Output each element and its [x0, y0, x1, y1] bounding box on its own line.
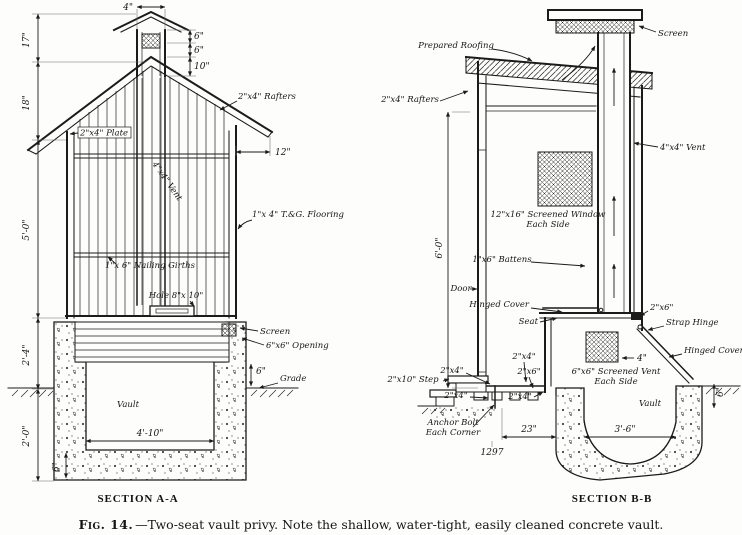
diagram-svg: 17" 18" 5'-0" 2'-4" 2'-0" 4" 6" 6" 10" 1…	[7, 3, 742, 505]
section-a-vent-shaft	[136, 75, 166, 306]
section-b-ground-fill	[430, 404, 496, 418]
dim-vent-lower: 6"	[194, 46, 204, 56]
dim-bench-height: 2'-4"	[22, 344, 32, 366]
section-b-airflow-arrows	[561, 45, 617, 298]
label-rear-vent-line2: Each Side	[593, 377, 637, 387]
label-hole: Hole 8"x 10"	[148, 291, 204, 301]
label-opening: 6"x6" Opening	[266, 341, 329, 351]
plate-number: 1297	[481, 448, 504, 458]
label-anchor-line2: Each Corner	[425, 428, 481, 438]
label-door: Door	[449, 284, 472, 294]
section-a-vent-cap	[112, 10, 190, 77]
dim-wall-height-a: 5'-0"	[22, 219, 32, 240]
label-joist-a: 2"x4"	[511, 352, 536, 362]
section-a-screen-detail	[221, 323, 237, 337]
dim-reveal-b: 6"	[716, 387, 726, 397]
section-a-title: SECTION A-A	[97, 493, 178, 505]
section-a-grade	[7, 387, 299, 398]
label-seat-back-member: 2"x6"	[649, 303, 674, 313]
dim-vault-depth: 2'-0"	[22, 425, 32, 447]
section-b-seat-back-block	[631, 312, 641, 320]
section-b-labels: Prepared Roofing Screen 2"x4" Rafters 4"…	[380, 25, 742, 438]
label-sill: 2"x6"	[516, 367, 541, 377]
dim-vault-width-a: 4'-10"	[136, 429, 164, 439]
label-seat: Seat	[519, 317, 539, 327]
section-a-top-dimensions: 4" 6" 6" 10"	[122, 3, 210, 77]
section-b-rear-cover	[636, 323, 695, 384]
label-prepared-roofing: Prepared Roofing	[417, 41, 494, 51]
section-b-vent-cap	[547, 9, 643, 34]
dim-step-b: 23"	[520, 425, 537, 435]
dim-slab: 6"	[52, 462, 62, 472]
section-b-steps	[429, 375, 489, 407]
dim-seat-gap-b: 4"	[636, 354, 647, 364]
section-b-ceiling	[485, 105, 597, 112]
section-b-height-dimension: 6'-0"	[435, 111, 478, 389]
dim-cap-height: 17"	[22, 32, 32, 48]
section-a-eave-dimension: 12"	[235, 136, 291, 158]
label-step: 2"x10" Step	[386, 375, 439, 385]
section-b-cap-screen	[555, 19, 635, 34]
label-window-line1: 12"x16" Screened Window	[491, 210, 607, 220]
section-a-dimension-chain: 17" 18" 5'-0" 2'-4" 2'-0"	[22, 13, 146, 482]
section-a-walls	[66, 125, 237, 319]
dim-eave: 12"	[275, 148, 291, 158]
dim-grade-reveal: 6"	[256, 367, 266, 377]
section-a-roof	[26, 55, 274, 155]
label-joist-d: 2"x4"	[507, 392, 532, 402]
label-flooring: 1"x 4" T.&G. Flooring	[252, 210, 345, 220]
section-a-cap-screen	[141, 33, 161, 49]
label-joist-c: 2"x4"	[443, 391, 468, 401]
label-hinged-cover-rear: Hinged Cover	[683, 346, 742, 356]
figure-number: Fig. 14.	[78, 517, 134, 532]
label-window-line2: Each Side	[525, 220, 569, 230]
section-a-siding-boards	[79, 66, 225, 316]
label-anchor-line1: Anchor Bolt	[426, 418, 479, 428]
section-a-drawing: 17" 18" 5'-0" 2'-4" 2'-0" 4" 6" 6" 10" 1…	[7, 3, 345, 505]
label-screen-a: Screen	[260, 327, 290, 337]
section-b-walls	[477, 61, 643, 393]
label-vent-b: 4"x4" Vent	[659, 143, 706, 153]
section-b-drawing: 6'-0" 23" 3'-6" 6" 4" 1297 Prepared Roof…	[380, 9, 742, 505]
section-b-strap-hinge-pivot	[637, 324, 643, 330]
label-strap-hinge: Strap Hinge	[666, 318, 719, 328]
label-battens: 1"x6" Battens	[472, 255, 532, 265]
label-grade: Grade	[280, 374, 306, 384]
label-rafters-b: 2"x4" Rafters	[380, 95, 439, 105]
dim-height-b: 6'-0"	[435, 237, 445, 258]
label-vault-b: Vault	[639, 399, 662, 409]
dim-cap-width: 4"	[122, 3, 133, 13]
figure-caption-text: —Two-seat vault privy. Note the shallow,…	[135, 517, 664, 532]
section-b-window	[537, 151, 593, 207]
dim-vent-throat: 10"	[194, 62, 210, 72]
dim-vault-width-b: 3'-6"	[614, 425, 635, 435]
dim-vent-upper: 6"	[194, 32, 204, 42]
section-b-title: SECTION B-B	[572, 493, 653, 505]
label-rafters-a: 2"x4" Rafters	[237, 92, 296, 102]
label-joist-b: 2"x4"	[439, 366, 464, 376]
label-screen-b: Screen	[658, 29, 688, 39]
section-a-girts	[73, 153, 230, 258]
section-b-cover-hinge	[598, 307, 604, 313]
label-rear-vent-line1: 6"x6" Screened Vent	[572, 367, 661, 377]
section-b-rear-screen	[585, 331, 619, 363]
section-a-bench	[65, 315, 237, 363]
dim-gable-height: 18"	[22, 95, 32, 111]
label-girths: 1"x 6" Nailing Girths	[105, 261, 196, 271]
section-b-bottom-dimensions: 23" 3'-6" 6" 4" 1297	[481, 354, 726, 458]
label-vault-a: Vault	[117, 400, 140, 410]
label-hinged-cover-top: Hinged Cover	[468, 300, 530, 310]
section-a-vault-dimensions: 4'-10" 6" 6"	[52, 363, 266, 479]
section-a-seat-hole	[149, 305, 195, 317]
section-b-vent-shaft	[597, 32, 631, 314]
figure-caption: Fig. 14.—Two-seat vault privy. Note the …	[0, 517, 742, 532]
label-plate: 2"x4" Plate	[79, 129, 128, 139]
